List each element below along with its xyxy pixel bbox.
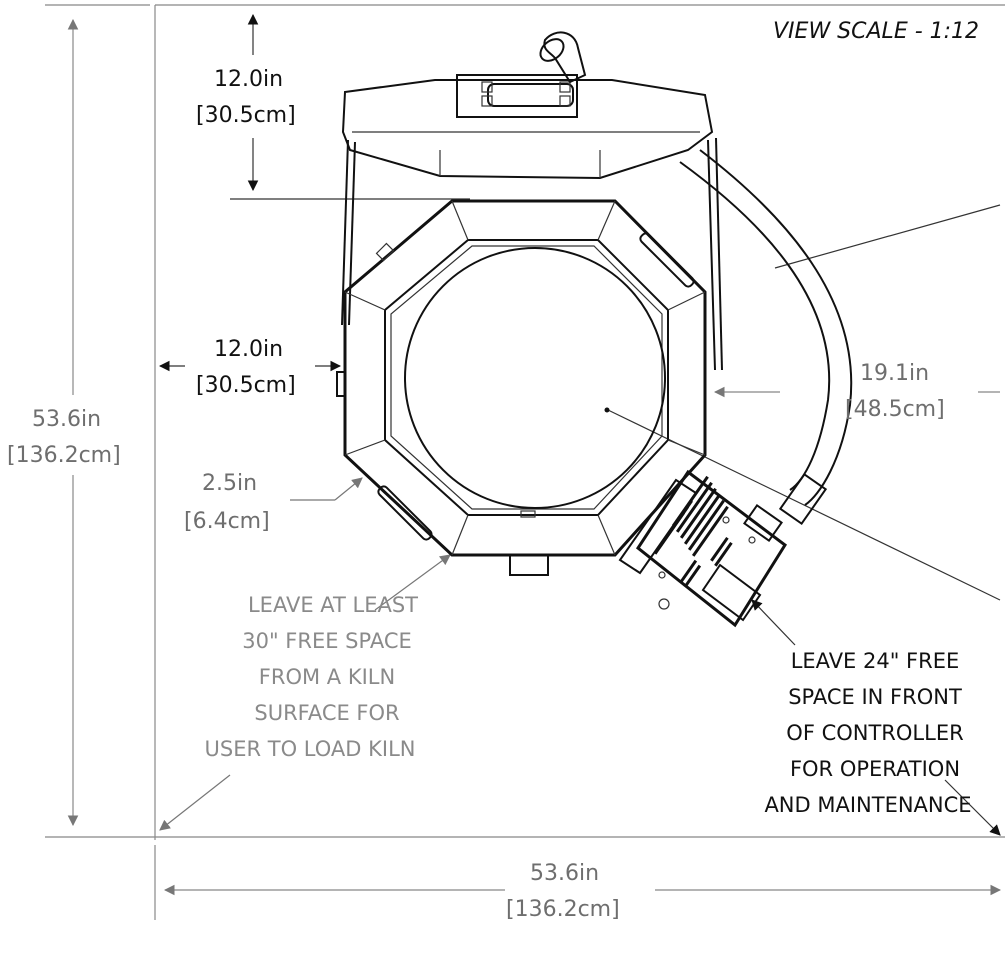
load-note-line: LEAVE AT LEAST (248, 593, 418, 617)
wall-clearance-in: 12.0in (214, 337, 283, 362)
kiln-body-outer (343, 199, 707, 557)
overall-height-in: 53.6in (32, 407, 101, 432)
controller-space-note: LEAVE 24" FREE SPACE IN FRONT OF CONTROL… (764, 649, 971, 817)
wall-thickness-leader (290, 477, 363, 501)
bottom-plug (509, 554, 549, 576)
note-leaders (159, 204, 1001, 836)
lid-clearance-cm: [30.5cm] (196, 103, 296, 128)
controller-note-line: LEAVE 24" FREE (791, 649, 960, 673)
vent-hose (679, 149, 853, 543)
overall-width-in: 53.6in (530, 861, 599, 886)
overall-width-cm: [136.2cm] (506, 897, 620, 922)
view-scale-label: VIEW SCALE - 1:12 (773, 19, 979, 44)
vent-offset-cm: [48.5cm] (845, 397, 945, 422)
lid-vent-elbow (539, 31, 587, 84)
load-note-line: SURFACE FOR (254, 701, 399, 725)
lid-clearance-in: 12.0in (214, 67, 283, 92)
controller-note-line: SPACE IN FRONT (788, 685, 962, 709)
load-space-note: LEAVE AT LEAST 30" FREE SPACE FROM A KIL… (205, 593, 419, 761)
controller-box (618, 469, 788, 628)
kiln-chamber (404, 247, 666, 509)
load-note-line: USER TO LOAD KILN (205, 737, 416, 761)
wall-clearance-cm: [30.5cm] (196, 373, 296, 398)
controller-note-line: FOR OPERATION (790, 757, 960, 781)
boundary-lines (45, 4, 1005, 920)
kiln-body-inner (384, 239, 669, 516)
wall-thickness-cm: [6.4cm] (184, 509, 270, 534)
wall-thickness-in: 2.5in (202, 471, 257, 496)
hinge-straps (336, 137, 723, 397)
lid-handle (487, 83, 574, 107)
lid-frame (341, 79, 714, 180)
controller-note-line: AND MAINTENANCE (764, 793, 971, 817)
load-note-line: FROM A KILN (259, 665, 395, 689)
vent-offset-in: 19.1in (860, 361, 929, 386)
controller-note-line: OF CONTROLLER (786, 721, 963, 745)
kiln-top-view (336, 31, 853, 628)
lid-handle-plate (456, 74, 578, 118)
side-handles (375, 232, 695, 541)
load-note-line: 30" FREE SPACE (242, 629, 412, 653)
overall-height-cm: [136.2cm] (7, 443, 121, 468)
center-point (604, 407, 610, 413)
lid-clearance-dimension (230, 13, 470, 200)
